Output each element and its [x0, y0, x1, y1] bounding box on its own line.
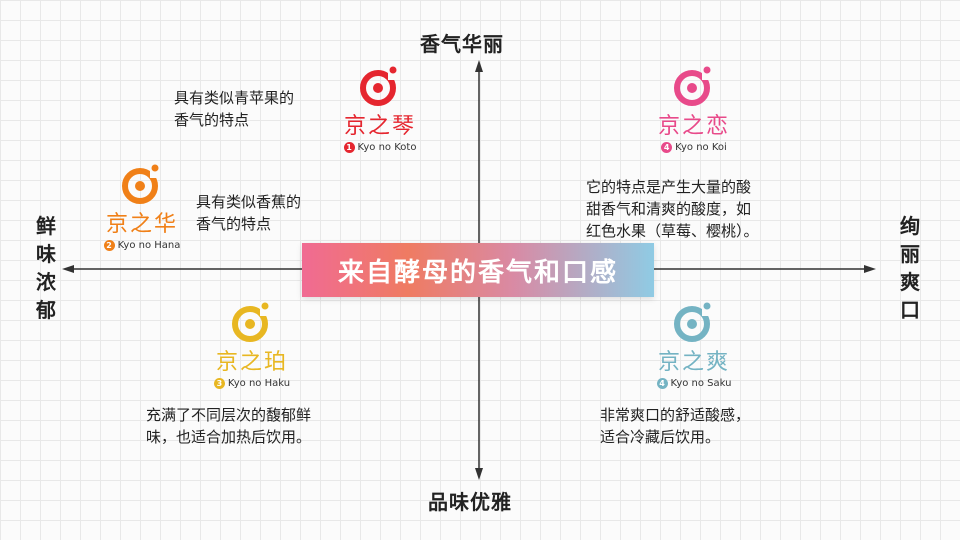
axis-arrow-left: [62, 265, 74, 273]
brand-romaji: Kyo no Saku: [670, 378, 732, 389]
brand-subtitle: 1 Kyo no Koto: [310, 142, 450, 153]
axis-arrow-right: [864, 265, 876, 273]
center-title-banner: 来自酵母的香气和口感: [302, 243, 654, 297]
description-line: 充满了不同层次的馥郁鲜: [146, 406, 312, 424]
number-badge: 2: [103, 240, 115, 251]
brand-name: 京之珀: [215, 350, 288, 375]
brand-subtitle: 3 Kyo no Haku: [182, 378, 322, 389]
number-badge: 1: [343, 142, 355, 153]
brand-name: 京之恋: [657, 114, 730, 139]
kyo-no-haku-logo-icon: [232, 302, 270, 342]
brand-subtitle: 4 Kyo no Saku: [624, 378, 764, 389]
brand-description-kyo-no-saku: 非常爽口的舒适酸感， 适合冷藏后饮用。: [600, 404, 750, 448]
brand-kyo-no-hana: 京之华 2 Kyo no Hana: [72, 160, 212, 251]
kyo-no-saku-logo-icon: [674, 302, 712, 342]
description-line: 香气的特点: [174, 111, 250, 129]
brand-romaji: Kyo no Koi: [675, 142, 727, 153]
brand-description-kyo-no-hana: 具有类似香蕉的 香气的特点: [196, 191, 301, 235]
brand-romaji: Kyo no Koto: [357, 142, 417, 153]
axis-arrow-up: [475, 60, 483, 72]
description-line: 适合冷藏后饮用。: [600, 428, 721, 446]
axis-label-right: 绚丽爽口: [900, 214, 920, 322]
description-line: 非常爽口的舒适酸感，: [600, 406, 751, 424]
brand-kyo-no-saku: 京之爽 4 Kyo no Saku: [624, 298, 764, 389]
number-badge: 3: [213, 378, 225, 389]
axis-label-left: 鲜味浓郁: [36, 214, 56, 322]
kyo-no-koto-logo-icon: [360, 66, 398, 106]
kyo-no-hana-logo-icon: [122, 164, 160, 204]
brand-subtitle: 2 Kyo no Hana: [72, 240, 212, 251]
brand-kyo-no-koto: 京之琴 1 Kyo no Koto: [310, 62, 450, 153]
description-line: 味，也适合加热后饮用。: [146, 428, 312, 446]
brand-description-kyo-no-koi: 它的特点是产生大量的酸 甜香气和清爽的酸度，如 红色水果（草莓、樱桃）。: [586, 176, 759, 242]
axis-label-bottom: 品味优雅: [428, 490, 512, 514]
brand-description-kyo-no-koto: 具有类似青苹果的 香气的特点: [174, 87, 294, 131]
description-line: 香气的特点: [196, 215, 272, 233]
brand-subtitle: 4 Kyo no Koi: [624, 142, 764, 153]
brand-kyo-no-koi: 京之恋 4 Kyo no Koi: [624, 62, 764, 153]
brand-kyo-no-haku: 京之珀 3 Kyo no Haku: [182, 298, 322, 389]
brand-name: 京之爽: [657, 350, 730, 375]
axis-arrow-down: [475, 468, 483, 480]
kyo-no-koi-logo-icon: [674, 66, 712, 106]
description-line: 具有类似香蕉的: [196, 193, 302, 211]
description-line: 甜香气和清爽的酸度，如: [586, 200, 752, 218]
brand-description-kyo-no-haku: 充满了不同层次的馥郁鲜 味，也适合加热后饮用。: [146, 404, 311, 448]
description-line: 红色水果（草莓、樱桃）。: [586, 222, 759, 240]
description-line: 具有类似青苹果的: [174, 89, 295, 107]
description-line: 它的特点是产生大量的酸: [586, 178, 752, 196]
number-badge: 4: [661, 142, 673, 153]
number-badge: 4: [656, 378, 668, 389]
axis-label-top: 香气华丽: [420, 32, 504, 56]
brand-name: 京之华: [105, 212, 178, 237]
brand-romaji: Kyo no Hana: [117, 240, 181, 251]
brand-romaji: Kyo no Haku: [227, 378, 291, 389]
brand-name: 京之琴: [343, 114, 416, 139]
